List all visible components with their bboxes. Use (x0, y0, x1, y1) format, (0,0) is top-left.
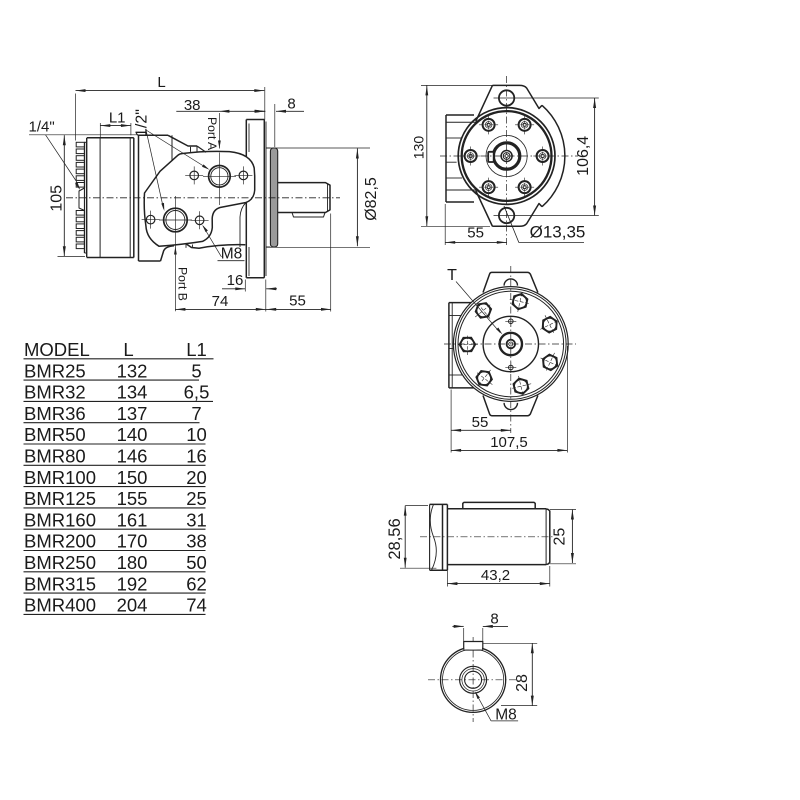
svg-text:106,4: 106,4 (575, 136, 592, 176)
svg-text:1/4": 1/4" (29, 118, 55, 135)
svg-text:7: 7 (191, 403, 201, 424)
svg-text:BMR125: BMR125 (24, 488, 96, 509)
svg-text:8: 8 (490, 610, 498, 627)
svg-text:192: 192 (117, 573, 148, 594)
svg-text:62: 62 (186, 573, 207, 594)
svg-text:105: 105 (49, 185, 66, 212)
svg-text:Ø82,5: Ø82,5 (363, 177, 380, 221)
svg-text:16: 16 (227, 272, 244, 289)
svg-text:1/2": 1/2" (134, 109, 151, 137)
svg-text:MODEL: MODEL (24, 339, 90, 360)
svg-text:130: 130 (411, 136, 427, 160)
svg-text:161: 161 (117, 509, 148, 530)
svg-text:55: 55 (472, 414, 489, 431)
svg-text:50: 50 (186, 552, 207, 573)
svg-text:BMR36: BMR36 (24, 403, 86, 424)
svg-text:137: 137 (117, 403, 148, 424)
svg-text:170: 170 (117, 531, 148, 552)
svg-text:BMR100: BMR100 (24, 467, 96, 488)
svg-text:55: 55 (467, 225, 484, 242)
svg-text:BMR400: BMR400 (24, 595, 96, 616)
svg-text:74: 74 (212, 293, 229, 310)
svg-text:150: 150 (117, 467, 148, 488)
svg-text:5: 5 (191, 360, 201, 381)
svg-text:10: 10 (186, 424, 207, 445)
svg-text:140: 140 (117, 424, 148, 445)
svg-text:43,2: 43,2 (481, 567, 510, 584)
svg-text:25: 25 (186, 488, 207, 509)
svg-text:BMR50: BMR50 (24, 424, 86, 445)
svg-text:28: 28 (514, 674, 531, 692)
svg-text:8: 8 (287, 95, 295, 112)
svg-text:M8: M8 (221, 246, 243, 263)
svg-text:BMR315: BMR315 (24, 573, 96, 594)
svg-text:L1: L1 (186, 339, 207, 360)
svg-text:L1: L1 (109, 109, 126, 126)
svg-text:38: 38 (184, 97, 201, 114)
svg-text:155: 155 (117, 488, 148, 509)
svg-text:L: L (157, 74, 165, 91)
svg-text:134: 134 (117, 382, 148, 403)
svg-text:25: 25 (552, 528, 569, 546)
svg-text:16: 16 (186, 446, 207, 467)
svg-text:28,56: 28,56 (386, 518, 404, 559)
svg-text:Port B: Port B (176, 267, 190, 301)
svg-text:Port A: Port A (205, 117, 219, 151)
svg-text:180: 180 (117, 552, 148, 573)
svg-text:146: 146 (117, 446, 148, 467)
svg-text:BMR250: BMR250 (24, 552, 96, 573)
svg-text:BMR200: BMR200 (24, 531, 96, 552)
svg-text:BMR25: BMR25 (24, 360, 86, 381)
svg-text:6,5: 6,5 (184, 382, 210, 403)
svg-text:L: L (123, 339, 133, 360)
svg-text:38: 38 (186, 531, 207, 552)
svg-text:31: 31 (186, 509, 207, 530)
svg-text:74: 74 (186, 595, 207, 616)
svg-text:107,5: 107,5 (490, 434, 528, 451)
svg-text:BMR160: BMR160 (24, 509, 96, 530)
svg-text:20: 20 (186, 467, 207, 488)
svg-text:BMR80: BMR80 (24, 446, 86, 467)
svg-text:T: T (447, 267, 457, 284)
svg-text:132: 132 (117, 360, 148, 381)
svg-text:Ø13,35: Ø13,35 (530, 223, 586, 242)
svg-text:M8: M8 (495, 707, 517, 724)
svg-text:55: 55 (289, 293, 306, 310)
svg-text:BMR32: BMR32 (24, 382, 86, 403)
svg-text:204: 204 (117, 595, 148, 616)
